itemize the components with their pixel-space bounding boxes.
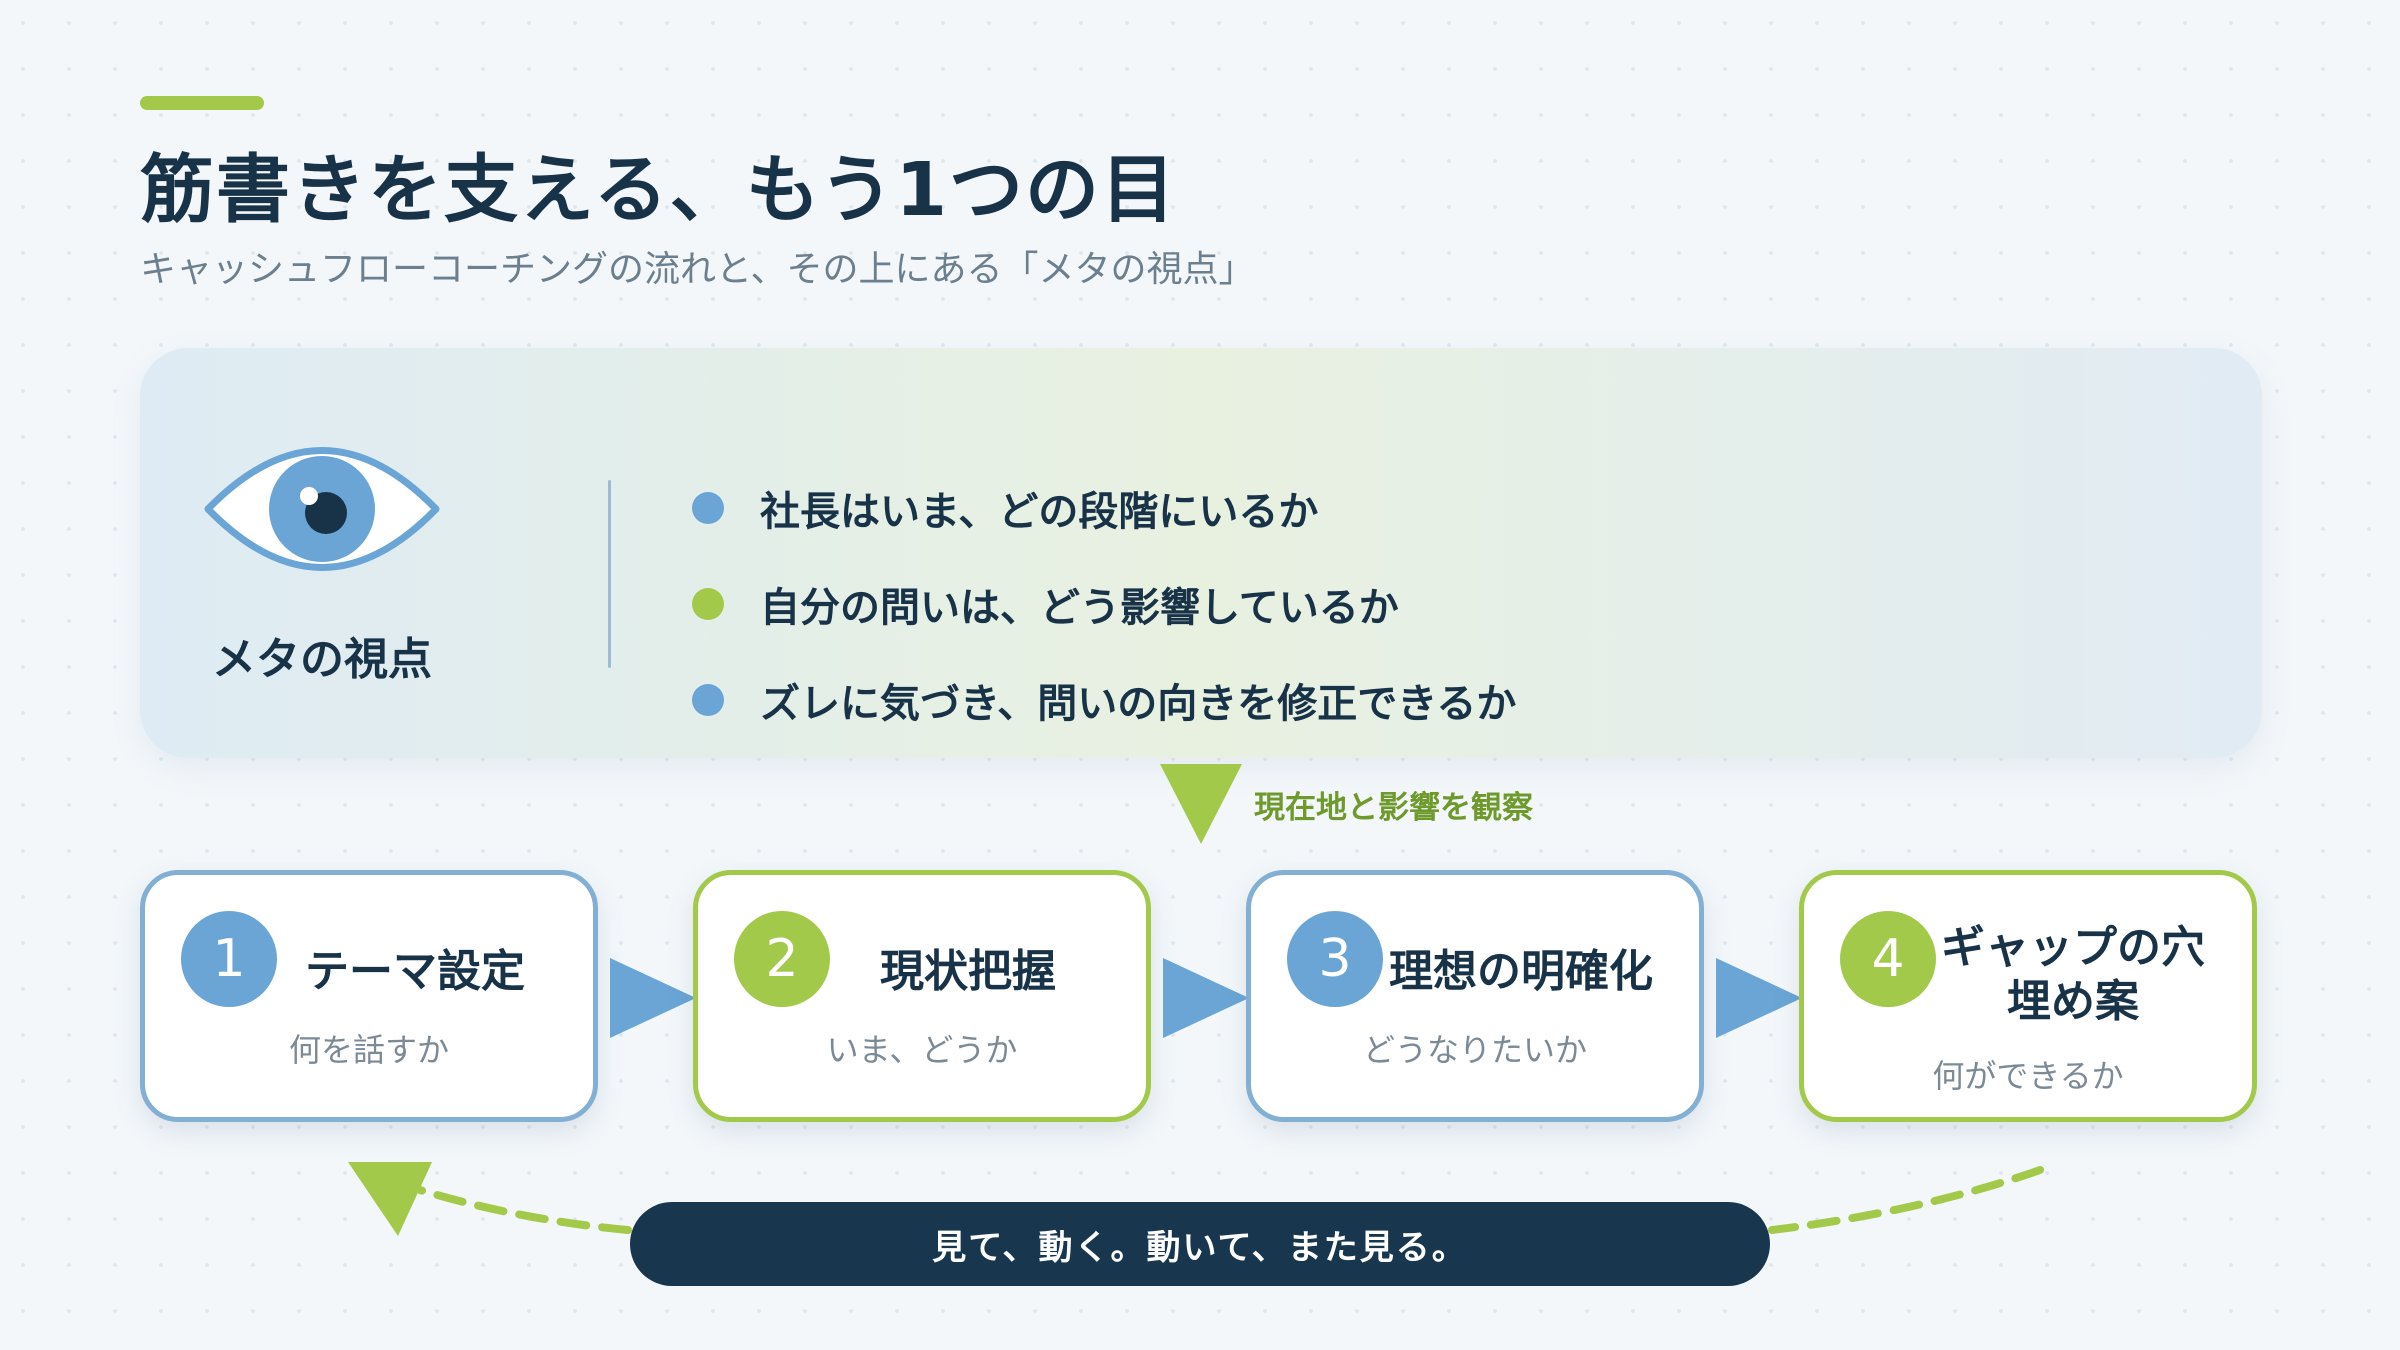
step-number-badge: 2 bbox=[734, 911, 830, 1007]
bullet-dot bbox=[692, 684, 724, 716]
step-subtitle: いま、どうか bbox=[826, 1031, 1018, 1069]
step-subtitle: 何を話すか bbox=[288, 1031, 449, 1069]
step-title: 理想の明確化 bbox=[1389, 946, 1653, 997]
arrow-right-icon bbox=[1163, 958, 1249, 1038]
step-subtitle: 何ができるか bbox=[1932, 1057, 2124, 1095]
meta-perspective-label: メタの視点 bbox=[212, 634, 432, 685]
meta-point-text: 社長はいま、どの段階にいるか bbox=[760, 489, 1319, 535]
meta-point: 社長はいま、どの段階にいるか bbox=[692, 460, 1516, 556]
eye-icon bbox=[204, 447, 440, 571]
meta-point: 自分の問いは、どう影響しているか bbox=[692, 556, 1516, 652]
meta-point-text: 自分の問いは、どう影響しているか bbox=[760, 585, 1399, 631]
step-number-badge: 1 bbox=[181, 911, 277, 1007]
step-title: ギャップの穴埋め案 bbox=[1941, 922, 2205, 1027]
page-title: 筋書きを支える、もう1つの目 bbox=[140, 147, 1178, 233]
meta-point: ズレに気づき、問いの向きを修正できるか bbox=[692, 652, 1516, 748]
step-current-state: 2 現状把握 いま、どうか bbox=[693, 870, 1151, 1122]
bullet-dot bbox=[692, 492, 724, 524]
step-number-badge: 4 bbox=[1840, 911, 1936, 1007]
panel-divider bbox=[608, 480, 611, 668]
bullet-dot bbox=[692, 588, 724, 620]
title-accent-bar bbox=[140, 96, 264, 110]
observe-label: 現在地と影響を観察 bbox=[1254, 790, 1533, 826]
arrow-right-icon bbox=[610, 958, 696, 1038]
step-number-badge: 3 bbox=[1287, 911, 1383, 1007]
step-theme-setting: 1 テーマ設定 何を話すか bbox=[140, 870, 598, 1122]
motto-banner: 見て、動く。動いて、また見る。 bbox=[630, 1202, 1770, 1286]
meta-perspective-panel: メタの視点 社長はいま、どの段階にいるか 自分の問いは、どう影響しているか ズレ… bbox=[140, 348, 2262, 758]
step-title: テーマ設定 bbox=[305, 946, 525, 997]
step-subtitle: どうなりたいか bbox=[1362, 1031, 1587, 1069]
arrow-down-icon bbox=[1160, 764, 1242, 844]
step-title: 現状把握 bbox=[880, 946, 1056, 997]
meta-point-text: ズレに気づき、問いの向きを修正できるか bbox=[760, 681, 1517, 727]
arrow-right-icon bbox=[1716, 958, 1802, 1038]
meta-points-list: 社長はいま、どの段階にいるか 自分の問いは、どう影響しているか ズレに気づき、問… bbox=[692, 460, 1516, 748]
step-ideal-clarification: 3 理想の明確化 どうなりたいか bbox=[1246, 870, 1704, 1122]
page-subtitle: キャッシュフローコーチングの流れと、その上にある「メタの視点」 bbox=[140, 249, 1255, 290]
step-gap-filling: 4 ギャップの穴埋め案 何ができるか bbox=[1799, 870, 2257, 1122]
